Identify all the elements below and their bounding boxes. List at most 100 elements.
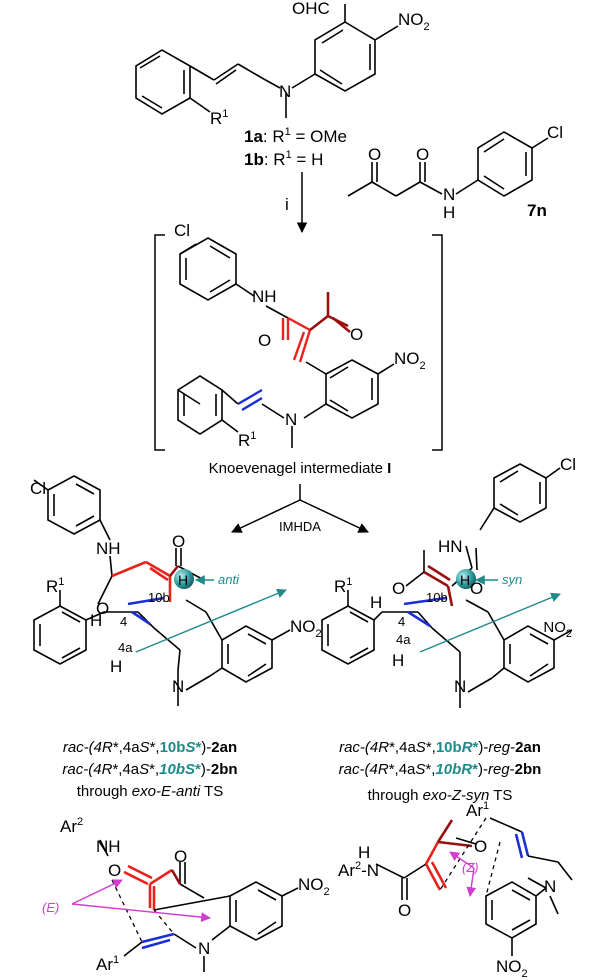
rts-o-acyl-label: O	[398, 901, 411, 920]
lts-o2-label: O	[174, 847, 187, 866]
int-cl-label: Cl	[174, 221, 190, 240]
left-ts-e-arrow-1	[71, 879, 123, 905]
lp-r1-label: R1	[46, 576, 64, 596]
branch-arrow-right	[299, 499, 369, 533]
rts-ar2-label: Ar2-N	[338, 860, 379, 880]
right-ts-z-arrow-2	[466, 867, 477, 897]
rts-h-label: H	[358, 843, 370, 862]
7n-cl-label: Cl	[547, 123, 563, 142]
int-nh-label: NH	[252, 287, 277, 306]
rp-r1-label: R1	[334, 576, 352, 596]
intermediate-blue-bonds	[237, 388, 263, 412]
lp-c4-label: 4	[120, 614, 127, 629]
right-ts-dashed	[439, 817, 501, 897]
int-no2-label: NO2	[394, 349, 426, 372]
lp-anti-label: anti	[218, 572, 240, 587]
int-r1-label: R1	[238, 430, 256, 450]
left-anti-arrow	[135, 588, 287, 653]
left-ts-darkred-bond	[170, 869, 182, 885]
left-red-bonds	[111, 560, 172, 602]
rts-n-label: N	[544, 877, 556, 896]
lp-no2-label: NO2	[290, 617, 322, 640]
7n-h-label: H	[443, 203, 455, 222]
lp-h4-label: H	[90, 611, 102, 630]
right-ts-blue-bonds	[514, 831, 530, 859]
lts-o1-label: O	[108, 861, 121, 880]
rp-hn-label: HN	[438, 537, 463, 556]
rp-h4a-label: H	[392, 651, 404, 670]
int-n-label: N	[285, 410, 297, 429]
intermediate-caption: Knoevenagel intermediate I	[209, 460, 392, 477]
rp-c4-label: 4	[398, 614, 405, 629]
right-ts-z-arrow-1	[449, 851, 475, 869]
right-bracket	[432, 234, 443, 451]
int-o1-label: O	[258, 331, 271, 350]
right-product	[321, 463, 573, 708]
left-bracket	[154, 234, 165, 451]
right-blue-bonds	[403, 596, 447, 628]
compound-7n-id: 7n	[527, 201, 547, 220]
rp-syn-label: syn	[502, 572, 522, 587]
compound-1a-label: 1a: R1 = OMe	[244, 126, 347, 146]
int-o2-label: O	[350, 325, 363, 344]
right-h-ball	[456, 569, 476, 589]
rts-z-label: (Z)	[462, 860, 479, 875]
n-label: N	[279, 82, 291, 101]
branch-arrow-left	[231, 499, 301, 533]
right-syn-arrow	[419, 592, 561, 653]
left-h-ball	[174, 569, 194, 589]
lts-e-label: (E)	[42, 900, 59, 915]
intermediate-I	[177, 237, 395, 448]
left-darkred-bond	[168, 565, 180, 577]
left-ts-e-arrow-2	[71, 903, 211, 922]
7n-n-label: N	[443, 185, 455, 204]
no2-label: NO2	[398, 10, 430, 33]
lp-c4a-label: 4a	[118, 640, 133, 655]
lp-h-ball-label: H	[178, 572, 188, 588]
left-ts-dashed	[111, 879, 175, 943]
left-ts-link	[153, 895, 231, 911]
rp-no2-label: NO2	[543, 619, 572, 640]
rp-h4-label: H	[370, 593, 382, 612]
cho-label: OHC	[292, 0, 330, 18]
reagent-label: i	[285, 195, 289, 214]
7n-o1-label: O	[368, 145, 381, 164]
rp-c10b-label: 10b	[426, 590, 448, 605]
right-darkred-bonds	[423, 564, 454, 607]
lp-o-ring-label: O	[96, 599, 109, 618]
left-blue-bonds	[127, 596, 165, 626]
rp-cl-label: Cl	[560, 455, 576, 474]
rp-c4a-label: 4a	[396, 632, 411, 647]
right-ts-red-bonds	[424, 841, 448, 891]
left-ts	[99, 839, 299, 972]
lts-nh-label: NH	[96, 837, 121, 856]
compound-1	[135, 4, 399, 118]
left-product-line3: through exo-E-anti TS	[77, 783, 224, 800]
right-product-line2: rac-(4R*,4aS*,10bR*)-reg-2bn	[339, 761, 542, 778]
lp-cl-label: Cl	[30, 479, 46, 498]
rp-n-label: N	[454, 677, 466, 696]
intermediate-link	[221, 389, 239, 405]
lp-n-label: N	[172, 677, 184, 696]
lp-o-acyl-label: O	[172, 532, 185, 551]
intermediate-darkred-bonds	[309, 292, 351, 334]
compound-1b-label: 1b: R1 = H	[244, 149, 323, 169]
right-product-line3: through exo-Z-syn TS	[368, 787, 513, 804]
left-product-line1: rac-(4R*,4aS*,10bS*)-2an	[63, 739, 237, 756]
rp-h-ball-label: H	[460, 572, 470, 588]
right-product-line1: rac-(4R*,4aS*,10bR*)-reg-2an	[339, 739, 541, 756]
rts-o-ring-label: O	[474, 837, 487, 856]
rts-no2-label: NO2	[496, 957, 528, 980]
left-ts-blue-bonds	[141, 932, 175, 950]
right-ts-link	[527, 855, 559, 863]
left-ts-red-bonds	[123, 864, 173, 910]
right-ts	[375, 817, 573, 956]
r1-label: R1	[210, 108, 228, 128]
intermediate-red-bonds	[281, 316, 312, 363]
7n-o2-label: O	[416, 145, 429, 164]
lp-c10b-label: 10b	[148, 590, 170, 605]
lp-h4a-label: H	[110, 657, 122, 676]
lp-nh-label: NH	[96, 539, 121, 558]
left-product-line2: rac-(4R*,4aS*,10bS*)-2bn	[62, 761, 237, 778]
